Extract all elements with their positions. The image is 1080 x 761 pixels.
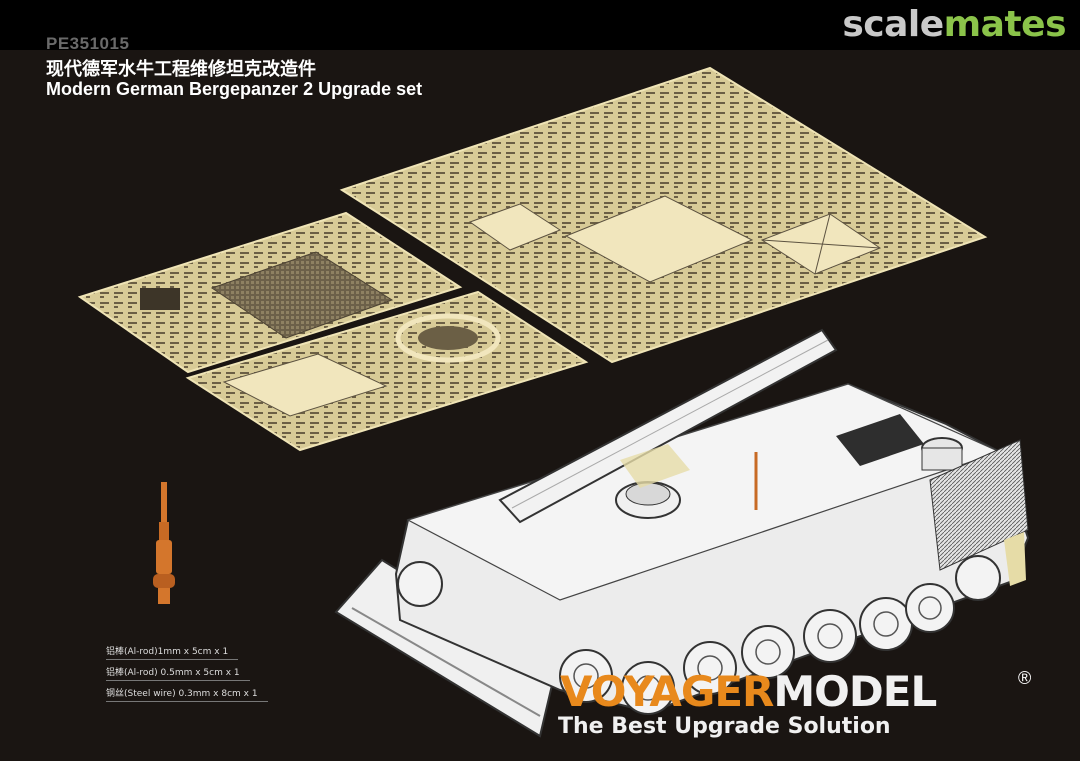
bergepanzer-model [334, 328, 1030, 738]
watermark-part2: mates [943, 4, 1067, 45]
brand-part2: MODEL [773, 667, 937, 716]
spec-line: 铝棒(Al-rod)1mm x 5cm x 1 [106, 644, 239, 660]
brass-barrel [153, 482, 175, 604]
watermark-part1: scale [842, 4, 944, 45]
fret-sheet-left [77, 211, 463, 374]
spec-line: 铝棒(Al-rod) 0.5mm x 5cm x 1 [106, 665, 250, 681]
product-code: PE351015 [46, 34, 130, 53]
product-title-english: Modern German Bergepanzer 2 Upgrade set [46, 79, 423, 99]
brand-logo: VOYAGERMODEL [560, 667, 937, 716]
top-band [0, 0, 1080, 50]
brand-part1: VOYAGER [560, 667, 774, 716]
registered-mark: ® [1018, 668, 1032, 688]
fret-sheet-large [339, 66, 988, 364]
brand-tagline: The Best Upgrade Solution [558, 714, 891, 739]
scalemates-watermark: scalemates [842, 4, 1066, 45]
fret-sheet-lower [185, 290, 589, 452]
product-title-chinese: 现代德军水牛工程维修坦克改造件 [46, 59, 316, 80]
spec-line: 钢丝(Steel wire) 0.3mm x 8cm x 1 [106, 686, 268, 702]
